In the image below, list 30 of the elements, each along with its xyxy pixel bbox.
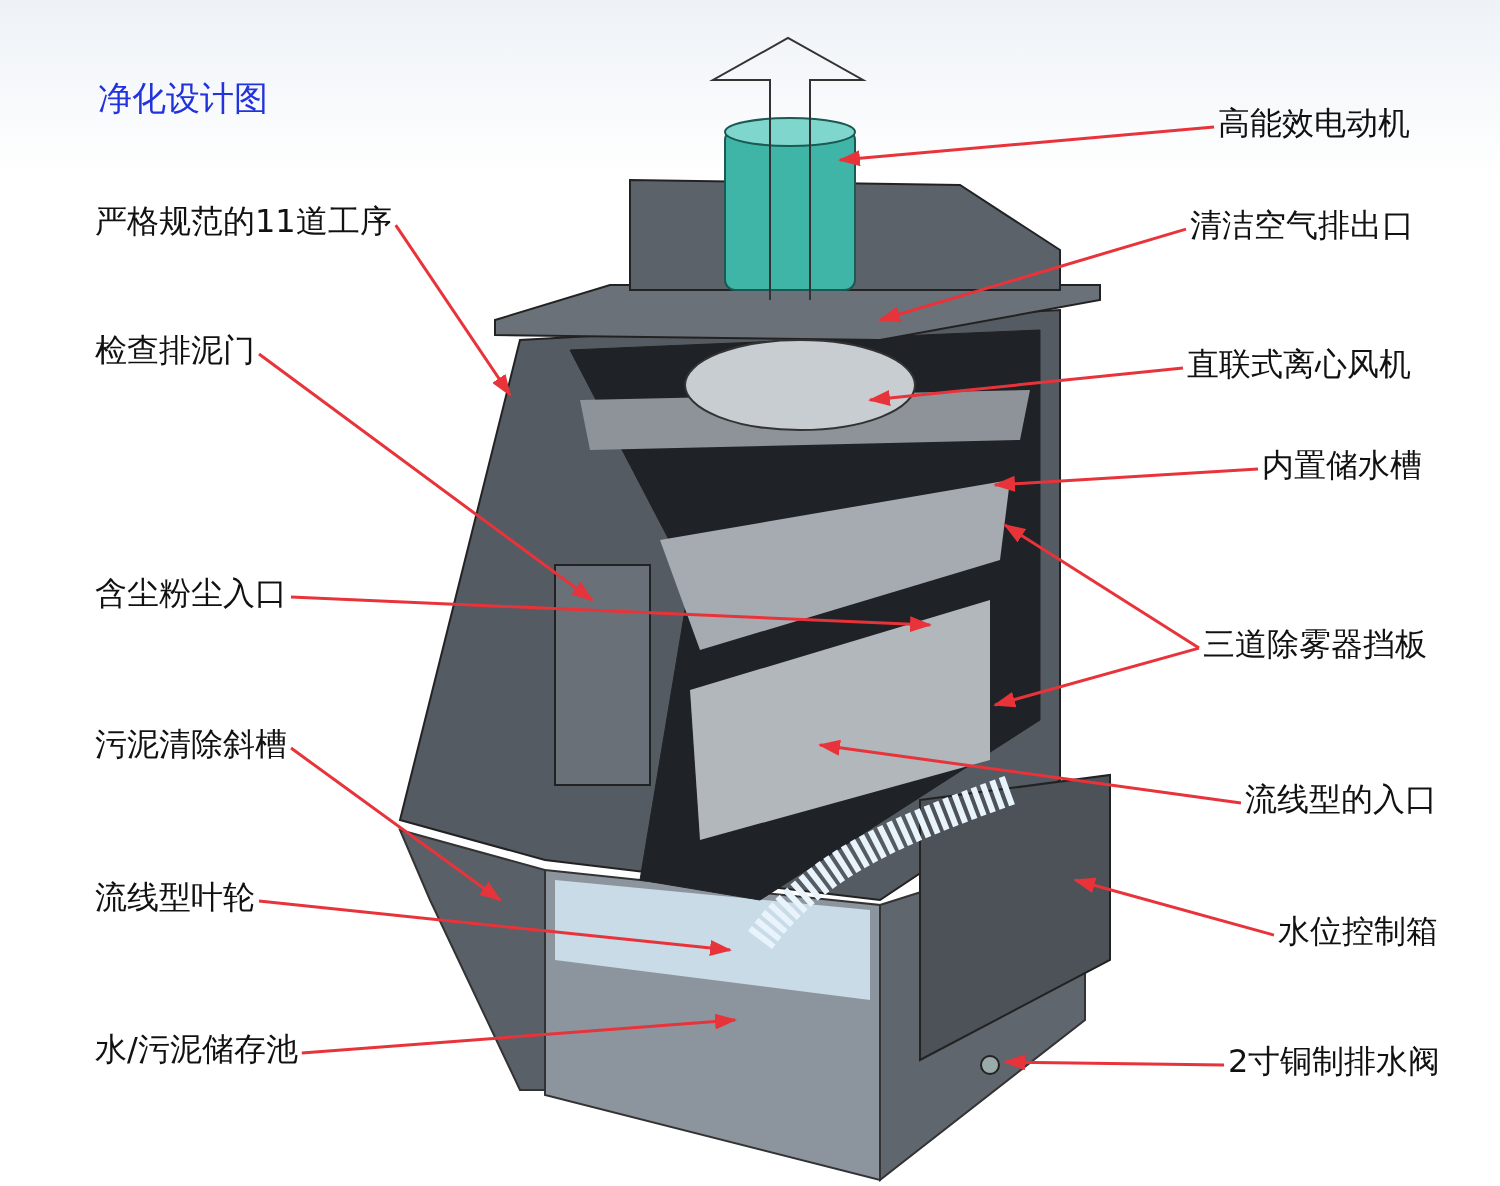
callout-label: 含尘粉尘入口 [95,575,287,612]
callout-label: 水/污泥储存池 [95,1031,298,1068]
leader-line [868,366,1184,406]
leader-line [818,739,1242,805]
leader-line [993,646,1200,708]
callout-label: 流线型的入口 [1245,781,1437,818]
leader-line [1073,877,1275,937]
callout-label: 直联式离心风机 [1187,346,1411,383]
callout-label: 三道除雾器挡板 [1203,626,1427,663]
leader-line [1003,523,1200,650]
callout-label: 水位控制箱 [1278,913,1438,950]
leader-line [290,595,932,633]
diagram-title: 净化设计图 [98,77,268,120]
leader-line [394,224,512,397]
callout-label: 严格规范的11道工序 [95,203,392,240]
leader-line [301,1013,737,1055]
callout-label: 内置储水槽 [1262,447,1422,484]
leader-line [838,125,1215,167]
leader-line [1003,1054,1225,1071]
callout-label: 检查排泥门 [95,332,255,369]
callout-label: 2寸铜制排水阀 [1228,1043,1441,1080]
callout-label: 清洁空气排出口 [1190,207,1414,244]
leader-line [878,227,1187,322]
callout-label: 流线型叶轮 [95,879,255,916]
leader-line [258,899,732,956]
callout-label: 高能效电动机 [1218,105,1410,142]
callout-label: 污泥清除斜槽 [95,726,287,763]
leader-line [290,746,502,902]
leader-line [993,467,1259,492]
leader-line [258,352,594,602]
